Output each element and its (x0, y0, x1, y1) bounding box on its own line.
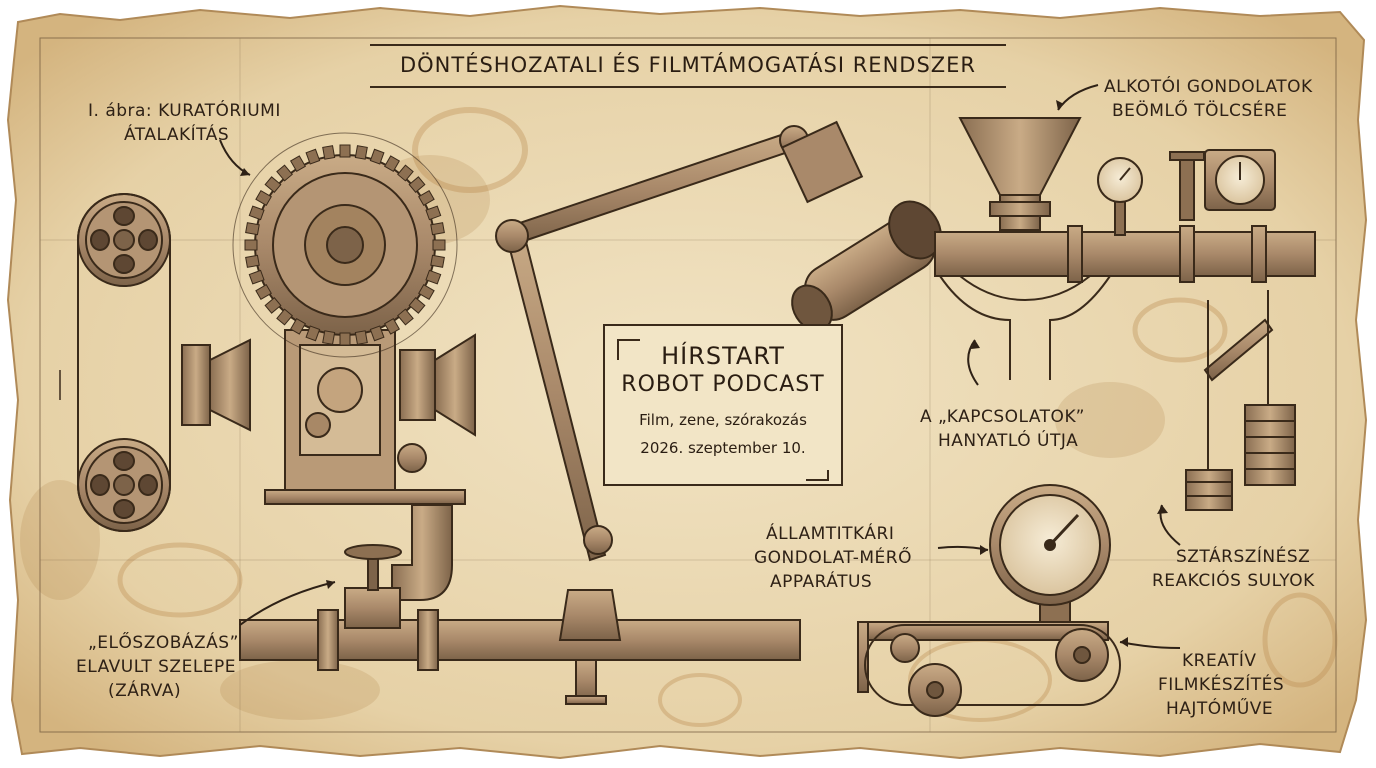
gear-tooth (289, 318, 307, 335)
small-gauge-1 (1097, 157, 1143, 236)
small-gauge-2 (1204, 149, 1276, 211)
gear-tooth (432, 239, 446, 251)
gear-tooth (418, 283, 435, 301)
gear-tooth (425, 205, 442, 221)
gear-tooth (418, 189, 435, 207)
closed-valve (344, 544, 402, 629)
gear-tooth (305, 325, 321, 342)
arrow-heads (240, 100, 1168, 647)
upper-pipe (934, 225, 1316, 283)
gear-tooth (289, 155, 307, 172)
drive-wheel-left (908, 663, 962, 717)
gear-tooth (408, 297, 426, 314)
gear-tooth (248, 269, 265, 285)
gear-tooth (322, 330, 336, 345)
gear-tooth (430, 222, 445, 236)
gear-tooth (264, 297, 282, 314)
mic-clamp (558, 589, 622, 705)
card-title-line2: ROBOT PODCAST (621, 372, 825, 397)
branch-pipes (939, 275, 1111, 380)
label-meter-line1: ÁLLAMTITKÁRI (766, 524, 895, 544)
weight-lever (1203, 290, 1274, 470)
gear-tooth (276, 308, 293, 326)
label-weights-line1: SZTÁRSZÍNÉSZ (1176, 547, 1311, 567)
diagram-title-bar: DÖNTÉSHOZATALI ÉS FILMTÁMOGATÁSI RENDSZE… (370, 44, 1006, 88)
gear-tooth (245, 222, 260, 236)
label-valve-line2: ELAVULT SZELEPE (76, 657, 237, 677)
diagram-title: DÖNTÉSHOZATALI ÉS FILMTÁMOGATÁSI RENDSZE… (399, 53, 977, 77)
drive-wheel-small (890, 633, 920, 663)
label-valve-line3: (ZÁRVA) (108, 681, 182, 701)
faucet (1169, 151, 1205, 221)
label-drive-line2: FILMKÉSZÍTÉS (1158, 675, 1285, 695)
label-valve-line1: „ELŐSZOBÁZÁS” (88, 633, 239, 653)
gear-tooth (369, 325, 385, 342)
gear-tooth (244, 239, 258, 251)
card-title-line1: HÍRSTART (661, 342, 785, 370)
funnel (958, 117, 1082, 231)
gear-tooth (397, 308, 414, 326)
card-corner-marks (617, 339, 829, 481)
main-pipe (239, 609, 801, 671)
gear-tooth (339, 332, 351, 346)
weight-small (1185, 469, 1233, 511)
weight-large (1244, 404, 1296, 486)
label-funnel-line2: BEÖMLŐ TÖLCSÉRE (1112, 101, 1288, 121)
gear-tooth (255, 189, 272, 207)
label-drive-line3: HAJTÓMŰVE (1166, 699, 1274, 719)
center-card-frame (603, 324, 843, 486)
gear-tooth (383, 155, 401, 172)
projector-lens-right (399, 333, 476, 437)
film-reel-bottom (77, 438, 171, 532)
gear-tooth (248, 205, 265, 221)
gear-tooth (339, 144, 351, 158)
label-meter-line3: APPARÁTUS (770, 572, 873, 592)
gear-tooth (305, 148, 321, 165)
gear-tooth (322, 145, 336, 160)
center-card: HÍRSTART ROBOT PODCAST Film, zene, szóra… (604, 325, 842, 485)
gear-tooth (245, 254, 260, 268)
gear-tooth (354, 145, 368, 160)
label-connections-line2: HANYATLÓ ÚTJA (938, 431, 1079, 451)
gear-tooth (369, 148, 385, 165)
microphone-arm (495, 120, 864, 562)
gear-tooth (383, 318, 401, 335)
gear-teeth (244, 144, 446, 346)
card-subtitle: Film, zene, szórakozás (639, 411, 807, 429)
gear-tooth (354, 330, 368, 345)
card-date: 2026. szeptember 10. (640, 439, 806, 457)
gear-tooth (264, 176, 282, 193)
coffee-stains (117, 107, 1338, 727)
label-weights-line2: REAKCIÓS SULYOK (1152, 571, 1315, 591)
label-meter-line2: GONDOLAT-MÉRŐ (754, 548, 912, 568)
label-connections-line1: A „KAPCSOLATOK” (920, 407, 1085, 427)
projector-lens-left (181, 338, 251, 432)
film-belt (77, 193, 171, 532)
drive-wheel-right (1055, 628, 1109, 682)
gear-tooth (430, 254, 445, 268)
label-figure-line2: ÁTALAKÍTÁS (124, 125, 230, 145)
label-drive-line1: KREATÍV (1182, 651, 1257, 671)
gear-tooth (408, 176, 426, 193)
large-gear (232, 132, 458, 358)
microphone (791, 200, 942, 332)
label-funnel-line1: ALKOTÓI GONDOLATOK (1104, 77, 1313, 97)
label-figure-line1: I. ábra: KURATÓRIUMI (88, 101, 281, 121)
gear-tooth (425, 269, 442, 285)
gear-tooth (397, 164, 414, 182)
gear-tooth (255, 283, 272, 301)
gear-tooth (276, 164, 293, 182)
conveyor-frame (857, 621, 1109, 693)
pressure-gauge (989, 484, 1111, 625)
